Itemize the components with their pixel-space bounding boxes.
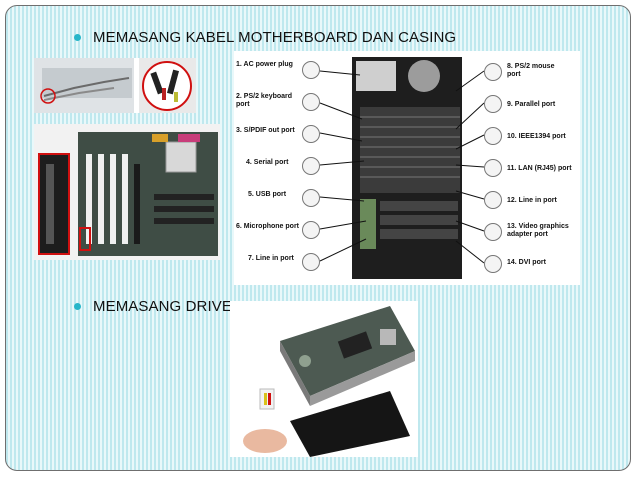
cable-connector-photo: [34, 58, 196, 113]
port-icon: [302, 93, 320, 111]
port-icon: [302, 253, 320, 271]
port-icon: [302, 61, 320, 79]
port-label-8: 8. PS/2 mouse port: [507, 63, 555, 78]
port-label-14: 14. DVI port: [507, 259, 546, 266]
port-icon: [484, 255, 502, 273]
port-label-2: 2. PS/2 keyboard port: [236, 93, 293, 108]
port-icon: [302, 221, 320, 239]
port-icon: [484, 95, 502, 113]
port-label-11: 11. LAN (RJ45) port: [507, 165, 572, 172]
port-label-13: 13. Video graphics adapter port: [507, 223, 569, 238]
hard-drive-photo: [230, 301, 418, 457]
port-label-12: 12. Line in port: [507, 197, 557, 204]
port-label-7: 7. Line in port: [248, 255, 294, 262]
port-label-10: 10. IEEE1394 port: [507, 133, 566, 140]
slide: MEMASANG KABEL MOTHERBOARD DAN CASING: [5, 5, 631, 471]
port-label-5: 5. USB port: [248, 191, 287, 198]
bullet-text: MEMASANG KABEL MOTHERBOARD DAN CASING: [93, 29, 457, 46]
bullet-icon: [74, 303, 81, 310]
port-icon: [302, 125, 320, 143]
port-icon: [302, 157, 320, 175]
port-diagram: 1. AC power plug 2. PS/2 keyboard port 3…: [234, 51, 580, 285]
bullet-icon: [74, 34, 81, 41]
port-label-3: 3. S/PDIF out port: [236, 127, 295, 134]
port-icon: [302, 189, 320, 207]
port-icon: [484, 159, 502, 177]
port-label-6: 6. Microphone port: [236, 223, 299, 230]
bullet-item-2: MEMASANG DRIVE: [74, 298, 232, 315]
port-icon: [484, 127, 502, 145]
bullet-item-1: MEMASANG KABEL MOTHERBOARD DAN CASING: [74, 29, 456, 46]
motherboard-photo: [34, 124, 220, 260]
port-label-1: 1. AC power plug: [236, 61, 293, 68]
port-icon: [484, 63, 502, 81]
port-label-4: 4. Serial port: [246, 159, 289, 166]
port-label-9: 9. Parallel port: [507, 101, 556, 108]
port-icon: [484, 191, 502, 209]
port-icon: [484, 223, 502, 241]
bullet-text: MEMASANG DRIVE: [93, 298, 232, 315]
